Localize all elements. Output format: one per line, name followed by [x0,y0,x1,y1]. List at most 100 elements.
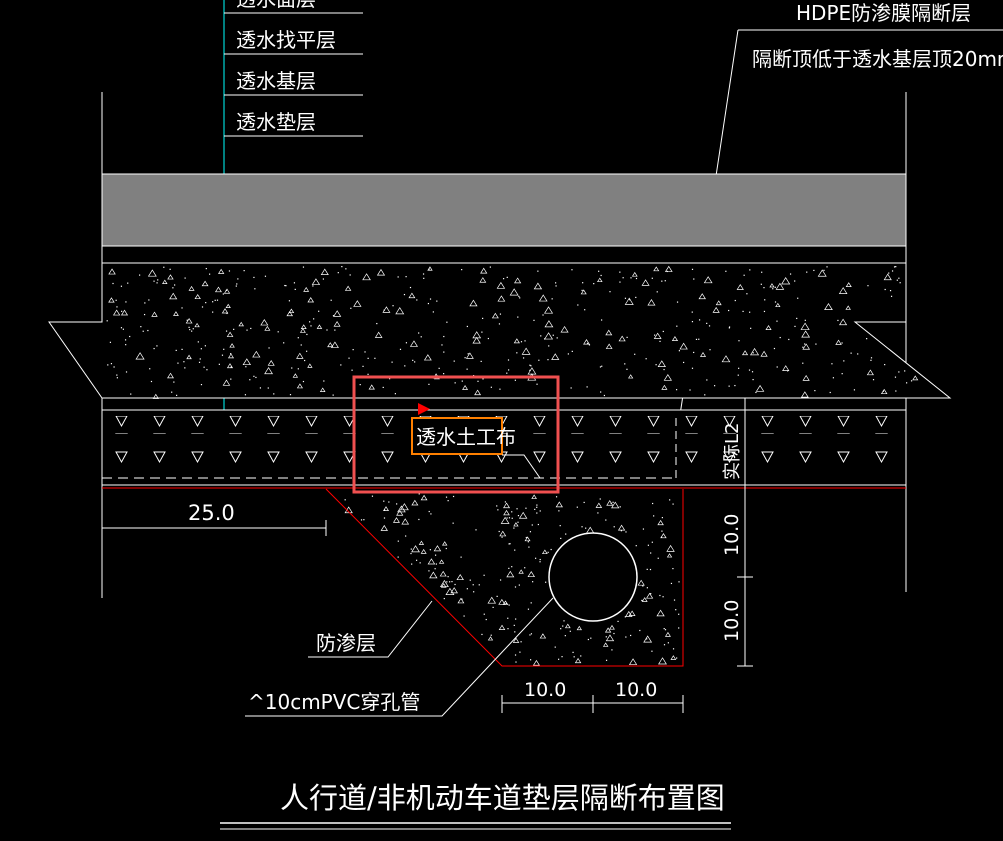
aggregate-dot [888,272,890,274]
aggregate-triangle [597,277,603,283]
aggregate-triangle [226,331,234,337]
aggregate-triangle [222,379,231,386]
aggregate-triangle [487,636,494,641]
aggregate-dot [189,329,191,331]
aggregate-dot [748,369,751,371]
aggregate-dot [438,367,440,369]
aggregate-dot [267,387,269,389]
aggregate-dot [149,368,151,370]
aggregate-dot [409,286,412,289]
aggregate-dot [483,574,485,576]
aggregate-dot [428,268,430,270]
aggregate-dot [609,291,611,293]
aggregate-dot [416,299,418,301]
aggregate-dot [174,284,176,286]
aggregate-triangle [429,571,438,579]
aggregate-dot [570,387,572,389]
aggregate-triangle [595,502,603,508]
aggregate-dot [654,334,656,336]
aggregate-dot [587,638,589,641]
aggregate-triangle [201,280,209,287]
aggregate-dot [789,273,792,275]
aggregate-triangle [499,530,507,537]
aggregate-dot [125,371,128,373]
aggregate-triangle [657,519,664,526]
aggregate-triangle [173,311,179,316]
aggregate-dot [642,528,645,530]
aggregate-triangle [427,558,436,565]
aggregate-dot [659,594,661,597]
aggregate-dot [222,293,224,295]
aggregate-dot [695,338,698,340]
aggregate-dot [107,364,109,366]
aggregate-dot [423,277,425,279]
aggregate-dot [506,372,508,374]
aggregate-triangle [670,655,677,660]
aggregate-triangle [551,353,560,360]
layer-label-cushion: 透水垫层 [236,110,316,134]
aggregate-triangle [664,265,673,272]
aggregate-dot [254,288,256,290]
aggregate-dot [642,585,644,587]
aggregate-triangle [721,355,731,363]
aggregate-dot [147,329,149,332]
geotextile-leader [502,454,541,479]
aggregate-triangle [769,283,775,288]
aggregate-dot [345,268,347,270]
aggregate-dot [302,266,305,268]
aggregate-dot [283,342,285,344]
aggregate-dot [509,543,511,545]
aggregate-dot [910,380,913,382]
aggregate-dot [572,651,574,653]
aggregate-dot [533,319,535,321]
aggregate-dot [788,338,790,341]
aggregate-dot [662,330,664,333]
aggregate-triangle [362,273,371,281]
drawing-title: 人行道/非机动车道垫层隔断布置图 [280,781,725,815]
aggregate-dot [480,360,482,363]
aggregate-triangle [671,336,679,342]
aggregate-dot [872,379,875,381]
aggregate-dot [430,513,432,515]
aggregate-dot [530,365,532,367]
aggregate-dot [485,618,487,621]
aggregate-dot [383,517,386,519]
aggregate-dot [760,283,762,285]
aggregate-triangle [319,387,326,392]
lower-height-dimension-label: 10.0 [721,600,743,642]
aggregate-triangle [760,350,768,357]
aggregate-triangle [438,559,445,564]
aggregate-triangle [775,282,785,290]
aggregate-dot [884,288,886,291]
aggregate-dot [706,379,708,381]
aggregate-dot [529,531,532,533]
aggregate-dot [233,328,235,330]
aggregate-triangle [513,522,519,527]
aggregate-dot [472,584,474,586]
aggregate-dot [199,358,201,360]
aggregate-dot [670,582,673,585]
aggregate-dot [184,367,186,369]
aggregate-dot [588,344,591,346]
aggregate-dot [899,282,901,284]
aggregate-dot [556,337,558,339]
aggregate-dot [288,300,291,302]
aggregate-dot [304,359,306,362]
aggregate-dot [517,514,520,517]
aggregate-dot [201,306,204,308]
aggregate-dot [352,349,354,351]
aggregate-dot [866,338,868,340]
width-dimension-label: 25.0 [188,501,235,525]
aggregate-triangle [260,318,269,326]
aggregate-dot [383,509,386,511]
aggregate-dot [605,636,607,638]
aggregate-dot [619,506,621,508]
aggregate-dot [551,298,553,300]
aggregate-dot [772,288,774,290]
aggregate-dot [559,525,561,527]
aggregate-dot [284,284,286,287]
aggregate-dot [177,362,179,364]
aggregate-triangle [152,393,159,399]
aggregate-dot [867,285,869,287]
